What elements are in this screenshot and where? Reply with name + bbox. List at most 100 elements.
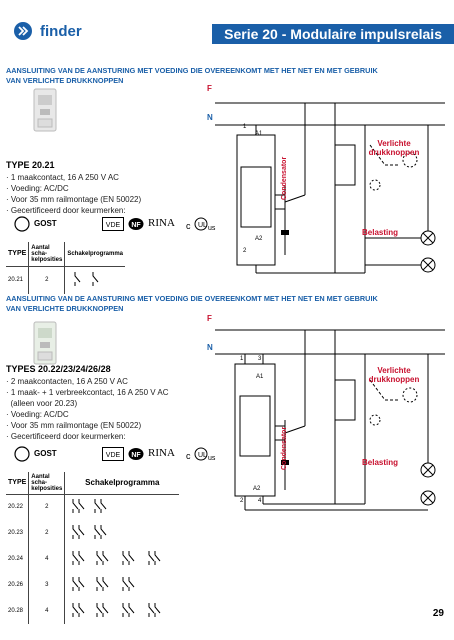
contact-symbol-icon — [74, 272, 99, 287]
condensator-label: Condensator — [281, 426, 288, 470]
page-header: finder Serie 20 - Modulaire impulsrelais — [0, 0, 454, 60]
line-label-n: N — [207, 113, 213, 122]
feature-item: · Gecertificeerd door keurmerken: — [6, 206, 126, 215]
row-type: 20.23 — [6, 520, 30, 546]
row-type: 20.26 — [6, 572, 30, 598]
row-contacts: 2 — [28, 494, 66, 520]
svg-text:us: us — [208, 455, 216, 462]
relay-product-image-2 — [33, 321, 57, 365]
contact-symbols — [65, 266, 125, 294]
contact-symbol-icon — [72, 525, 107, 539]
feature-item: · 2 maakcontacten, 16 A 250 V AC — [6, 377, 128, 386]
line-label-f: F — [207, 84, 212, 93]
svg-text:c: c — [186, 221, 191, 231]
row-contacts: 4 — [28, 598, 66, 624]
table-row: 20.26 3 — [6, 572, 179, 598]
contact-symbols — [65, 520, 180, 546]
series-title-bar — [212, 24, 454, 44]
col-type-header: TYPE — [6, 472, 30, 494]
cert-gost: GOST — [34, 219, 57, 228]
vde-mark-icon: VDE — [102, 447, 124, 461]
type-title-2: TYPES 20.22/23/24/26/28 — [6, 364, 111, 374]
svg-text:NF: NF — [131, 222, 141, 229]
contact-symbol-icon — [72, 577, 135, 591]
col-contacts-header: Aantal scha-kelposities — [28, 242, 66, 266]
nf-mark-icon: NF — [128, 448, 144, 460]
condensator-label: Condensator — [281, 156, 288, 200]
feature-item: · Gecertificeerd door keurmerken: — [6, 432, 126, 441]
program-table-1: TYPE Aantal scha-kelposities Schakelprog… — [6, 242, 126, 294]
contact-symbol-icon — [72, 551, 161, 565]
contact-symbols — [65, 572, 180, 598]
row-type: 20.21 — [6, 266, 30, 294]
belasting-label: Belasting — [362, 228, 399, 237]
col-program-header: Schakelprogramma — [85, 478, 160, 488]
row-contacts: 2 — [28, 520, 66, 546]
svg-text:UL: UL — [198, 452, 207, 459]
terminal-2: 2 — [243, 248, 247, 254]
line-label-n: N — [207, 343, 213, 352]
row-contacts: 4 — [28, 546, 66, 572]
svg-text:UL: UL — [198, 222, 207, 229]
row-contacts: 2 — [28, 266, 66, 294]
ce-mark-icon — [14, 216, 30, 232]
row-type: 20.22 — [6, 494, 30, 520]
program-table-2: TYPE Aantal scha-kelposities Schakelprog… — [6, 472, 180, 624]
table-row: 20.24 4 — [6, 546, 179, 572]
row-contacts: 3 — [28, 572, 66, 598]
terminal-a2: A2 — [255, 236, 263, 242]
line-label-f: F — [207, 314, 212, 323]
feature-list-1: · 1 maakcontact, 16 A 250 V AC · Voeding… — [6, 172, 141, 216]
svg-text:VDE: VDE — [106, 222, 121, 229]
svg-text:us: us — [208, 225, 216, 232]
feature-item: · Voeding: AC/DC — [6, 410, 69, 419]
feature-item: · 1 maak- + 1 verbreekcontact, 16 A 250 … — [6, 388, 169, 397]
col-type-header: TYPE — [6, 242, 30, 266]
verlichte-label: Verlichte drukknoppen — [368, 366, 420, 384]
vde-mark-icon: VDE — [102, 217, 124, 231]
ce-mark-icon — [14, 446, 30, 462]
terminal-a1: A1 — [255, 131, 263, 137]
col-program-header: Schakelprogramma — [67, 250, 124, 257]
row-type: 20.24 — [6, 546, 30, 572]
feature-item: · Voeding: AC/DC — [6, 184, 69, 193]
cert-rina: RINA — [148, 447, 175, 459]
page-number: 29 — [432, 608, 444, 619]
cert-rina: RINA — [148, 217, 175, 229]
logo-text: finder — [40, 23, 82, 40]
feature-list-2: · 2 maakcontacten, 16 A 250 V AC · 1 maa… — [6, 376, 169, 442]
contact-symbols — [65, 546, 180, 572]
terminal-2: 2 — [240, 498, 244, 504]
contact-symbol-icon — [72, 603, 161, 617]
terminal-a2: A2 — [253, 486, 261, 492]
section1-title: AANSLUITING VAN DE AANSTURING MET VOEDIN… — [6, 66, 378, 85]
verlichte-label: Verlichte drukknoppen — [368, 139, 420, 157]
table-row: 20.22 2 — [6, 494, 179, 520]
contact-symbols — [65, 598, 180, 624]
terminal-4: 4 — [258, 498, 262, 504]
terminal-1: 1 — [243, 124, 247, 130]
feature-item: (alleen voor 20.23) — [6, 399, 78, 408]
feature-item: · Voor 35 mm railmontage (EN 50022) — [6, 195, 142, 204]
terminal-3: 3 — [258, 356, 262, 362]
feature-item: · Voor 35 mm railmontage (EN 50022) — [6, 421, 142, 430]
type-title-1: TYPE 20.21 — [6, 160, 55, 170]
finder-logo-icon — [14, 22, 32, 40]
terminal-a1: A1 — [256, 374, 264, 380]
section2-title: AANSLUITING VAN DE AANSTURING MET VOEDIN… — [6, 294, 378, 313]
terminal-1: 1 — [240, 356, 244, 362]
series-title: Serie 20 - Modulaire impulsrelais — [224, 26, 442, 42]
table-row: 20.28 4 — [6, 598, 179, 624]
table-row: 20.23 2 — [6, 520, 179, 546]
relay-product-image-1 — [33, 88, 57, 132]
svg-text:VDE: VDE — [106, 452, 121, 459]
col-contacts-header: Aantal scha-kelposities — [28, 472, 66, 494]
svg-text:c: c — [186, 451, 191, 461]
svg-text:NF: NF — [131, 452, 141, 459]
row-type: 20.28 — [6, 598, 30, 624]
contact-symbol-icon — [72, 499, 107, 514]
